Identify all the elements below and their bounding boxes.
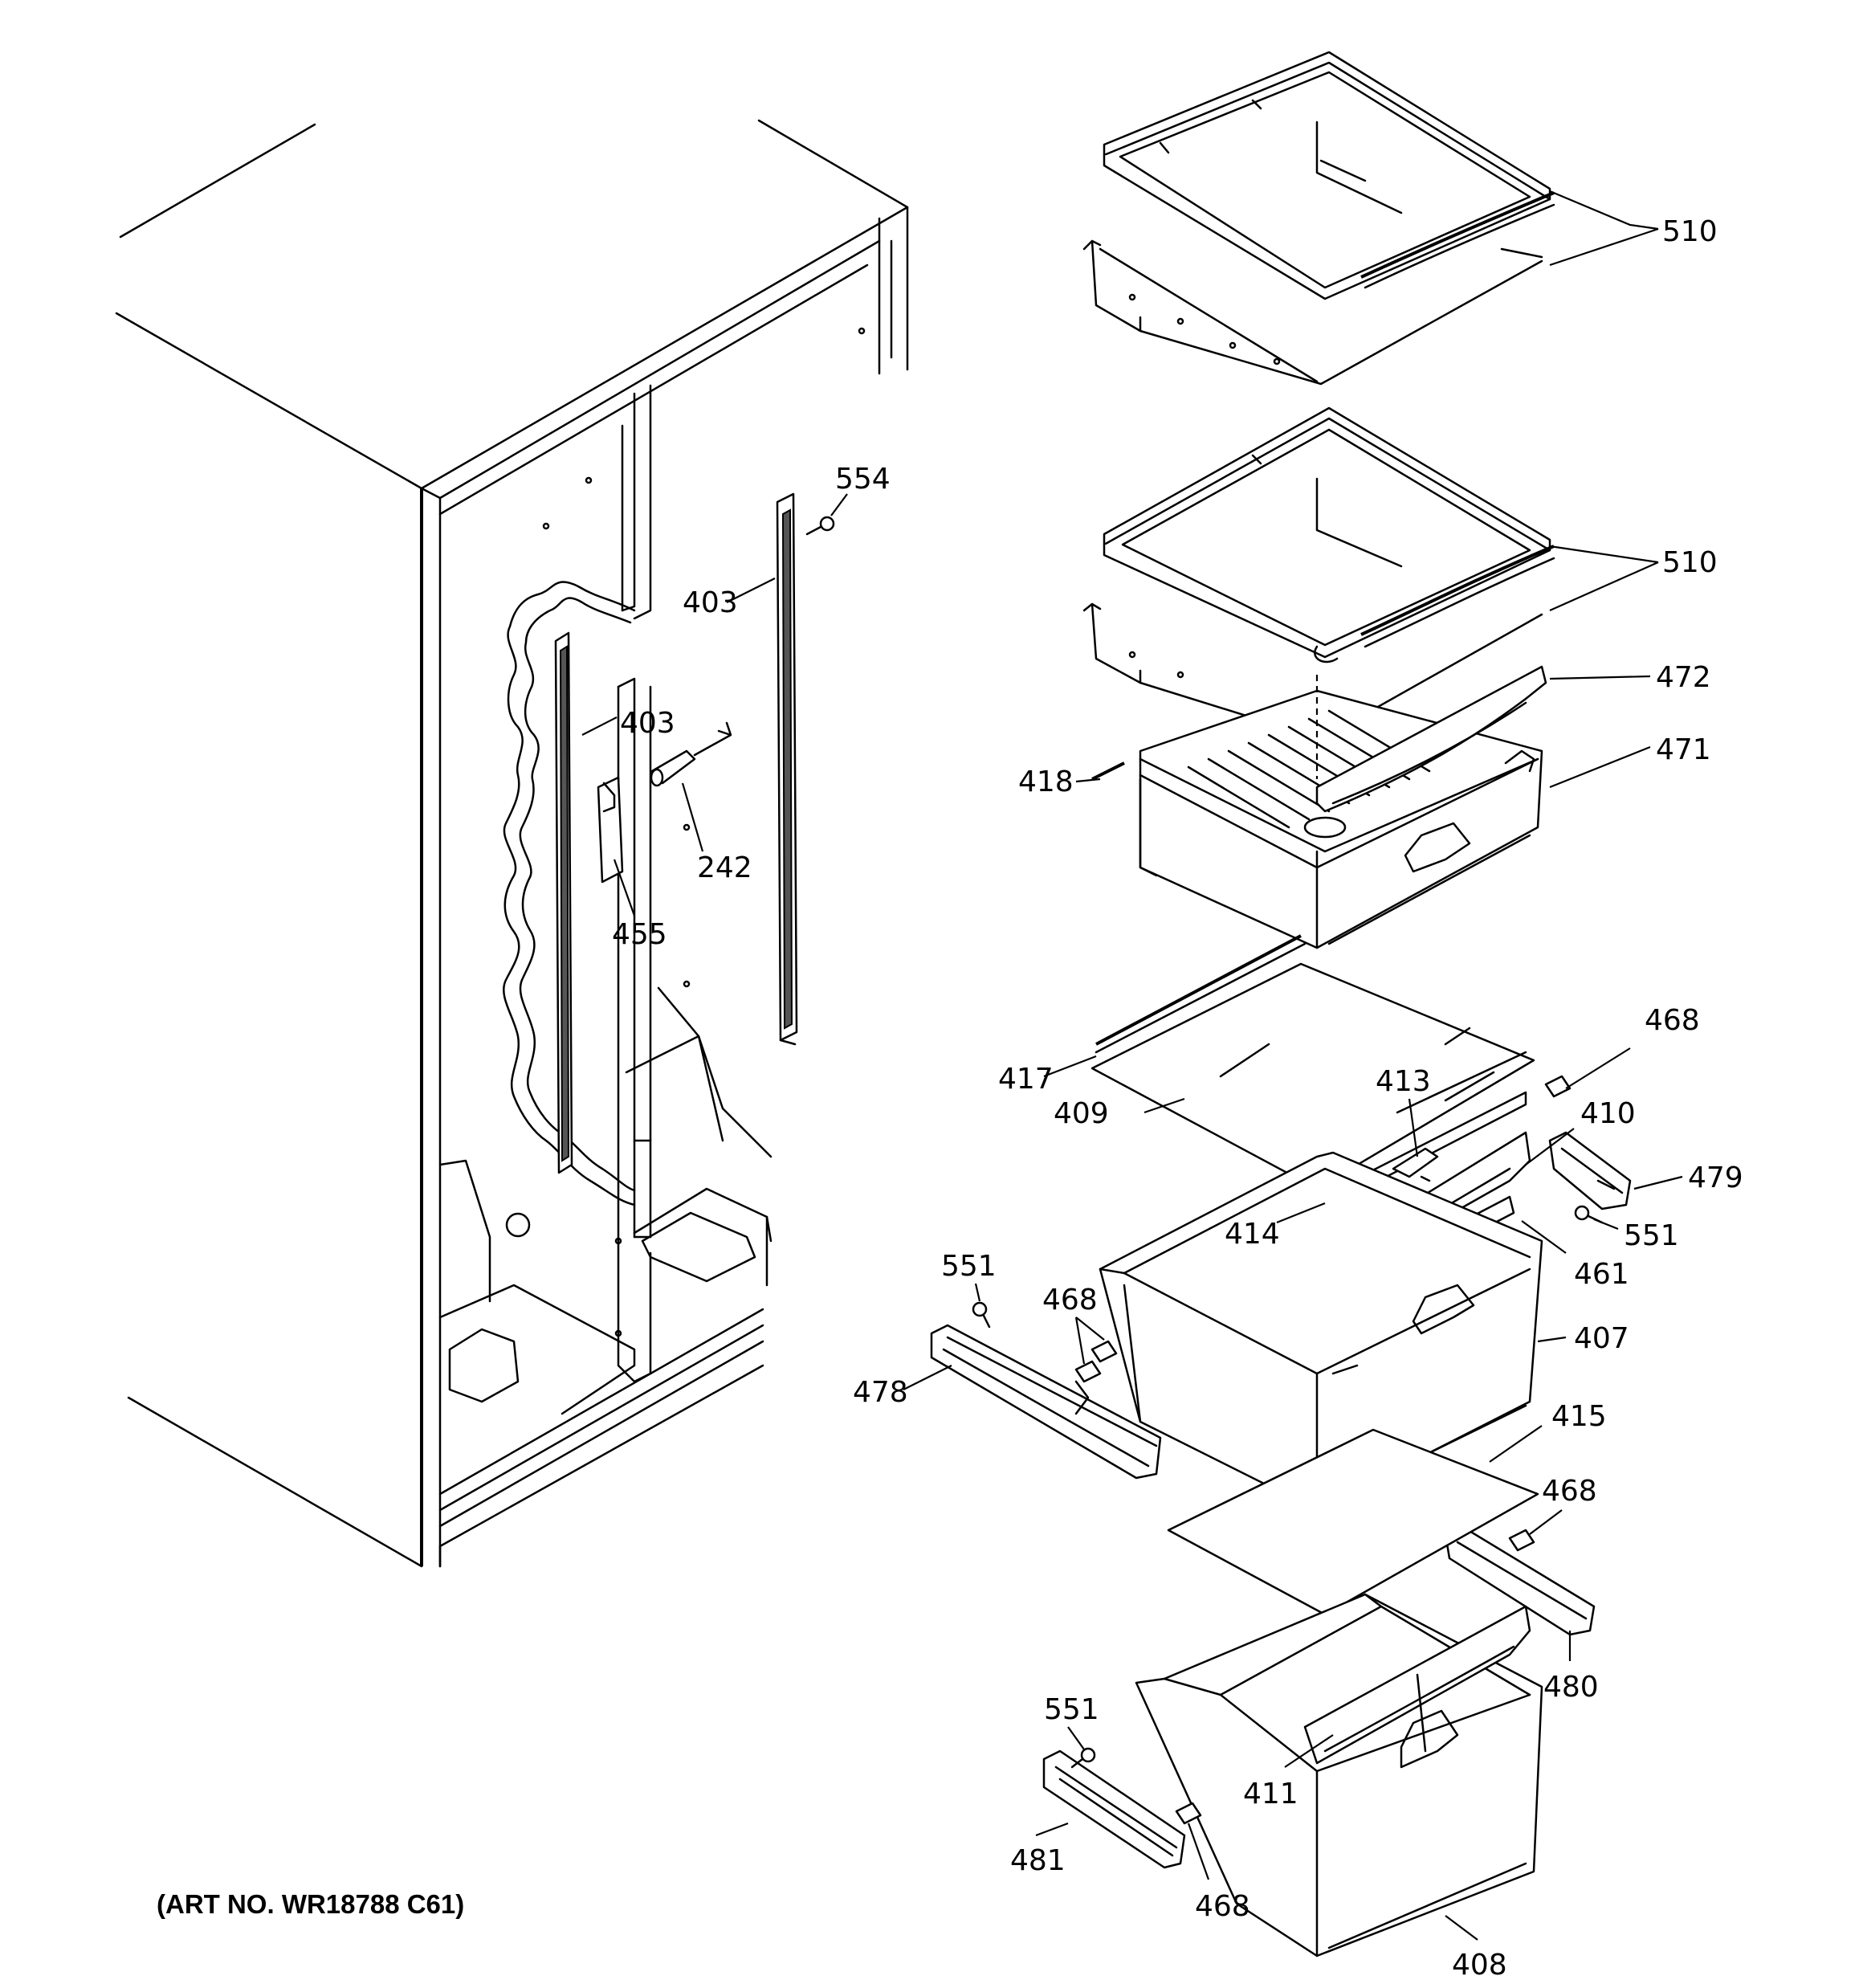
callout-510-upper: 510 — [1662, 215, 1718, 248]
refrigerator-cabinet — [115, 119, 909, 1568]
callout-510-lower: 510 — [1662, 546, 1718, 579]
slide-rail-478 — [930, 1324, 1162, 1480]
callout-468-bottom: 468 — [1195, 1890, 1250, 1923]
callout-551-left: 551 — [941, 1250, 997, 1283]
callout-554: 554 — [835, 463, 891, 496]
shelf-510-lower — [1082, 406, 1555, 741]
glass-panel-409 — [1090, 934, 1535, 1190]
callout-551-lower: 551 — [1044, 1693, 1099, 1726]
callout-471: 471 — [1656, 733, 1711, 766]
callout-468-upper: 468 — [1645, 1004, 1700, 1037]
callout-472: 472 — [1656, 661, 1711, 694]
callout-417: 417 — [998, 1063, 1054, 1096]
callout-413: 413 — [1376, 1065, 1431, 1098]
callout-labels: 510 510 472 471 418 554 403 403 242 455 … — [612, 215, 1743, 1982]
drawer-408 — [1135, 1593, 1543, 1957]
callout-415: 415 — [1551, 1400, 1607, 1433]
callout-409: 409 — [1054, 1097, 1109, 1130]
callout-410: 410 — [1580, 1097, 1636, 1130]
drawer-471 — [1091, 665, 1547, 949]
callout-551-right: 551 — [1624, 1219, 1679, 1252]
callout-480: 480 — [1543, 1671, 1599, 1704]
glass-panel-415 — [1167, 1428, 1539, 1616]
callout-411: 411 — [1243, 1778, 1298, 1810]
slide-rail-479 — [1548, 1131, 1632, 1210]
slide-rail-481 — [1042, 1749, 1186, 1869]
callout-468-pair: 468 — [1042, 1284, 1098, 1316]
callout-414: 414 — [1225, 1218, 1280, 1251]
callout-481: 481 — [1010, 1844, 1066, 1877]
callout-403-left: 403 — [620, 707, 675, 740]
callout-478: 478 — [853, 1376, 908, 1409]
callout-407: 407 — [1574, 1322, 1629, 1355]
callout-455: 455 — [612, 918, 667, 951]
leader-lines — [581, 190, 1683, 1941]
callout-242: 242 — [697, 851, 752, 884]
callout-468-lower-right: 468 — [1542, 1475, 1597, 1508]
callout-408: 408 — [1452, 1949, 1507, 1982]
callout-418: 418 — [1018, 765, 1074, 798]
callout-479: 479 — [1688, 1161, 1743, 1194]
callout-403-right: 403 — [683, 586, 738, 619]
shelf-510-upper — [1082, 51, 1555, 386]
art-number: (ART NO. WR18788 C61) — [157, 1889, 464, 1919]
callout-461: 461 — [1574, 1258, 1629, 1291]
